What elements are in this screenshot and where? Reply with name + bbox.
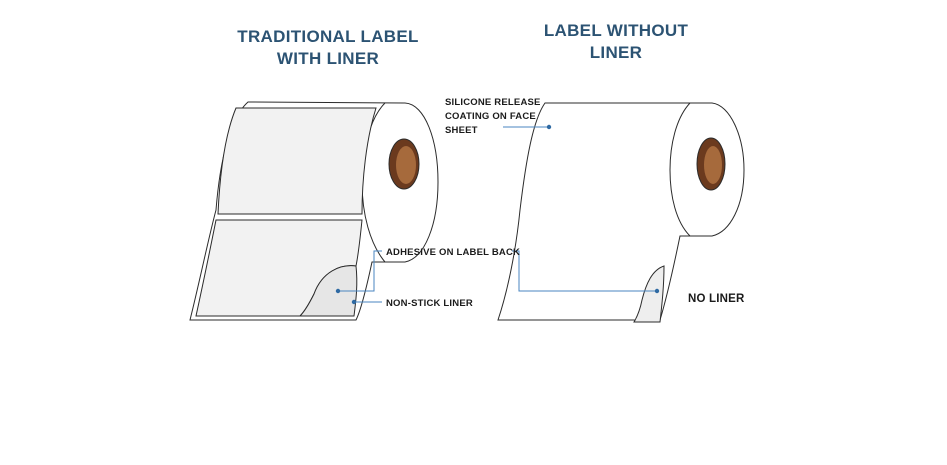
right-roll-core-inner <box>704 146 722 184</box>
left-label-curl <box>298 265 358 317</box>
left-roll-core-inner <box>396 146 416 184</box>
right-title-line1: LABEL WITHOUT <box>543 21 689 40</box>
right-label-curl <box>633 265 665 323</box>
left-panel-title: TRADITIONAL LABEL WITH LINER <box>208 26 448 70</box>
adhesive-callout: ADHESIVE ON LABEL BACK <box>386 247 521 258</box>
left-upper-label <box>217 107 377 215</box>
right-adhesive-leader <box>512 250 657 292</box>
left-label-roll <box>189 101 439 321</box>
right-label-roll <box>497 102 745 323</box>
right-adhesive-dot <box>654 288 660 294</box>
silicone-callout-line1: SILICONE RELEASE <box>445 97 541 108</box>
left-title-line2: WITH LINER <box>276 49 380 68</box>
right-panel-title: LABEL WITHOUT LINER <box>498 20 734 64</box>
right-title-line2: LINER <box>589 43 643 62</box>
silicone-coating-callout: SILICONE RELEASE COATING ON FACE SHEET <box>445 96 541 138</box>
left-title-line1: TRADITIONAL LABEL <box>237 27 419 46</box>
right-label-sheet <box>497 102 745 321</box>
silicone-callout-line3: SHEET <box>445 125 478 136</box>
left-liner-dot <box>351 299 357 305</box>
non-stick-liner-callout: NON-STICK LINER <box>386 298 473 309</box>
right-silicone-dot <box>546 124 552 130</box>
left-adhesive-dot <box>335 288 341 294</box>
right-roll-edge <box>669 102 691 237</box>
silicone-callout-line2: COATING ON FACE <box>445 111 536 122</box>
left-adhesive-leader <box>338 250 382 292</box>
no-liner-callout: NO LINER <box>688 293 745 305</box>
